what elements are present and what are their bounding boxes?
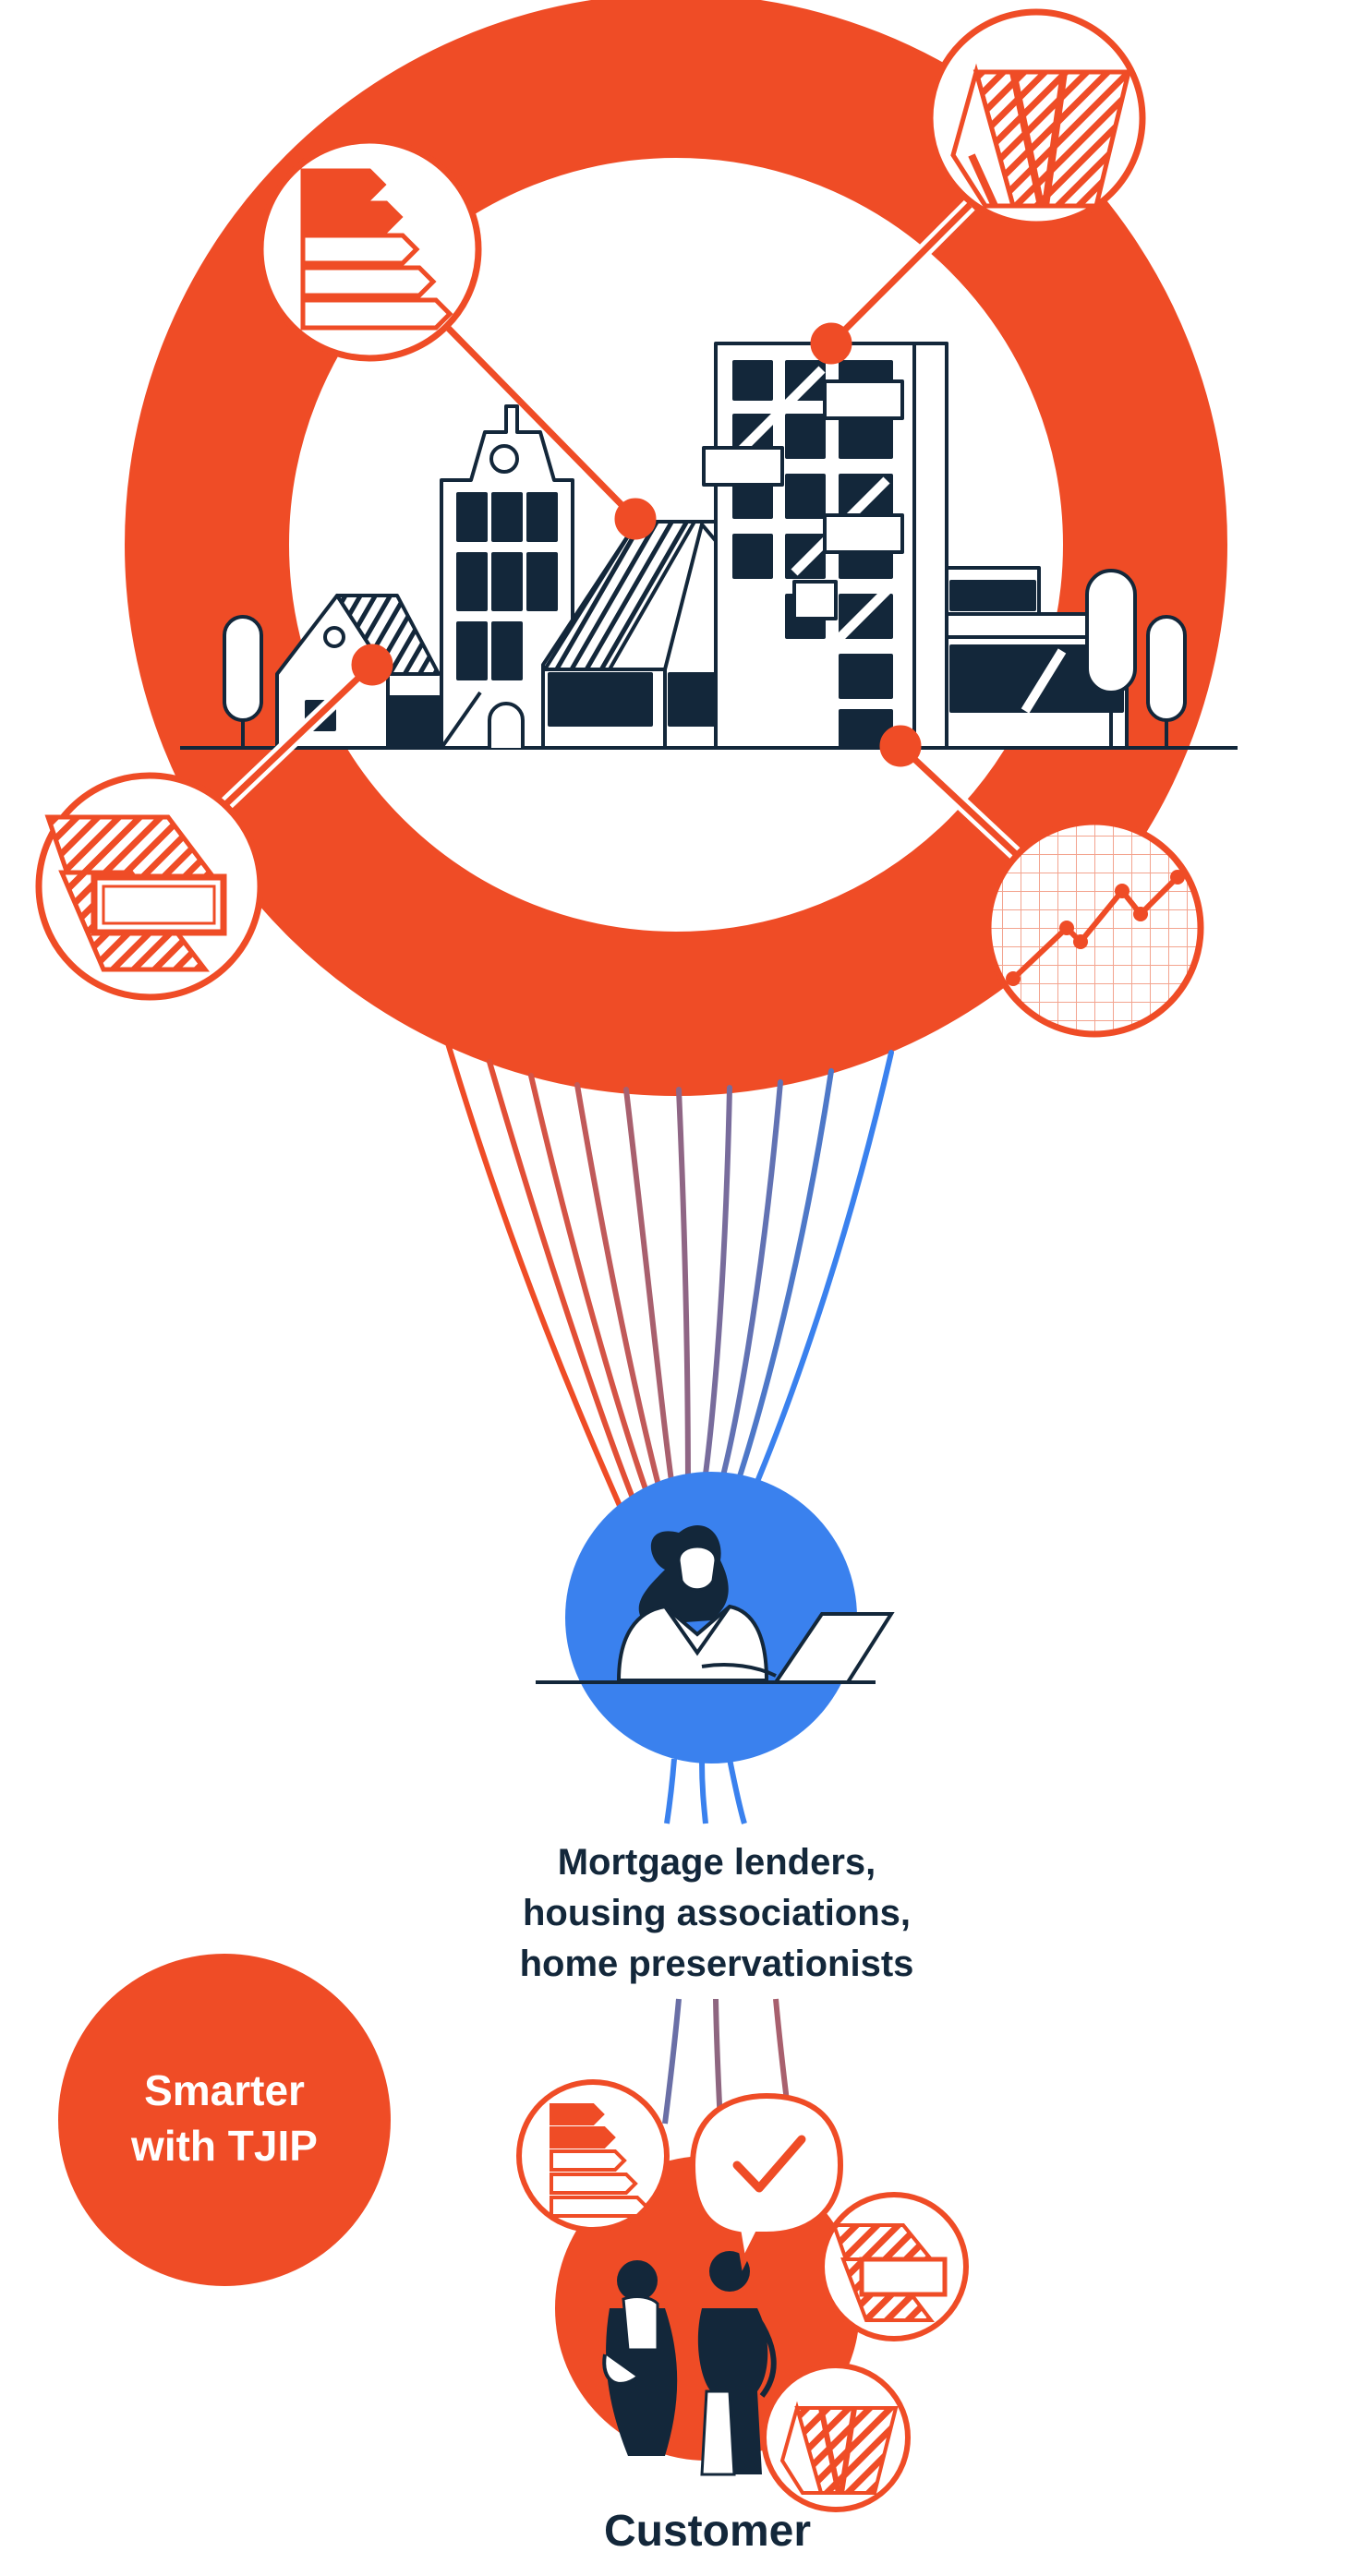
badge-line-2: with TJIP [130, 2122, 318, 2170]
data-flow-lines [445, 1041, 894, 1517]
energy-label-icon [257, 137, 482, 362]
intermediary-line-3: home preservationists [520, 1944, 914, 1984]
insulation-icon [35, 772, 264, 1001]
checkmark-icon [689, 2092, 844, 2271]
person-to-text-lines [664, 1758, 747, 1824]
growth-chart-icon [985, 818, 1204, 1038]
insulation-icon [819, 2192, 969, 2341]
icon-connectors [211, 199, 1021, 860]
solar-panel-icon [761, 2363, 911, 2512]
smarter-badge: Smarter with TJIP [58, 1954, 391, 2286]
badge-line-1: Smarter [144, 2066, 305, 2114]
main-ring [125, 0, 1227, 1096]
energy-label-icon [516, 2079, 670, 2233]
solar-panel-icon [926, 8, 1146, 228]
customer-cluster [516, 2079, 969, 2512]
customer-label: Customer [604, 2507, 811, 2556]
person-laptop-icon [536, 1472, 895, 1763]
buildings-icon [180, 342, 1238, 750]
customers-icon [602, 2251, 777, 2476]
intermediary-label: Mortgage lenders, housing associations, … [520, 1842, 914, 1984]
intermediary-line-1: Mortgage lenders, [558, 1842, 876, 1883]
intermediary-line-2: housing associations, [523, 1893, 911, 1933]
